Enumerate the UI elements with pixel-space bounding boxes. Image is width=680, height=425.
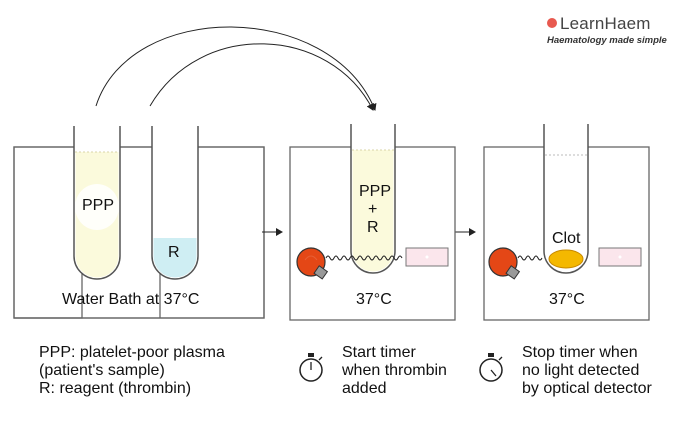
transfer-arc-reagent xyxy=(149,43,374,111)
light-bulb-icon xyxy=(296,247,329,280)
transfer-arc-ppp xyxy=(95,26,377,111)
legend-line-1: PPP: platelet-poor plasma xyxy=(39,344,225,361)
brand-name: LearnHaem xyxy=(560,14,651,33)
stop-note-line-3: by optical detector xyxy=(522,380,652,397)
reagent-tube-label: R xyxy=(168,244,180,261)
start-note-line-2: when thrombin xyxy=(342,362,447,379)
stop-note-line-1: Stop timer when xyxy=(522,344,638,361)
brand-logo: LearnHaem Haematology made simple xyxy=(547,14,667,46)
clot-blob xyxy=(548,249,584,269)
mixed-tube-label-3: R xyxy=(367,219,379,236)
clot-label: Clot xyxy=(552,230,581,247)
legend-line-2: (patient's sample) xyxy=(39,362,165,379)
clot-tube xyxy=(543,124,589,274)
stopwatch-icon xyxy=(299,353,323,382)
ppp-tube-label: PPP xyxy=(82,197,115,214)
start-note-line-3: added xyxy=(342,380,387,397)
start-timer-note: Start timer when thrombin added xyxy=(342,344,447,398)
stop-note-line-2: no light detected xyxy=(522,362,640,379)
brand-tagline: Haematology made simple xyxy=(547,35,667,46)
stage2-temp-label: 37°C xyxy=(356,291,392,308)
light-bulb-icon xyxy=(488,247,521,280)
stopwatch-icon xyxy=(479,353,503,382)
mixed-tube-label-2: + xyxy=(368,201,378,218)
mixed-tube xyxy=(350,124,396,274)
brand-dot-icon xyxy=(547,18,557,28)
stop-timer-note: Stop timer when no light detected by opt… xyxy=(522,344,652,398)
light-beam xyxy=(517,255,543,261)
light-beam xyxy=(325,255,403,261)
water-bath-label: Water Bath at 37°C xyxy=(62,291,200,308)
start-note-line-1: Start timer xyxy=(342,344,416,361)
mixed-tube-label-1: PPP xyxy=(359,183,392,200)
reagent-tube xyxy=(151,126,199,280)
legend: PPP: platelet-poor plasma (patient's sam… xyxy=(39,344,225,398)
ppp-tube xyxy=(73,126,121,280)
legend-line-3: R: reagent (thrombin) xyxy=(39,380,192,397)
stage3-temp-label: 37°C xyxy=(549,291,585,308)
